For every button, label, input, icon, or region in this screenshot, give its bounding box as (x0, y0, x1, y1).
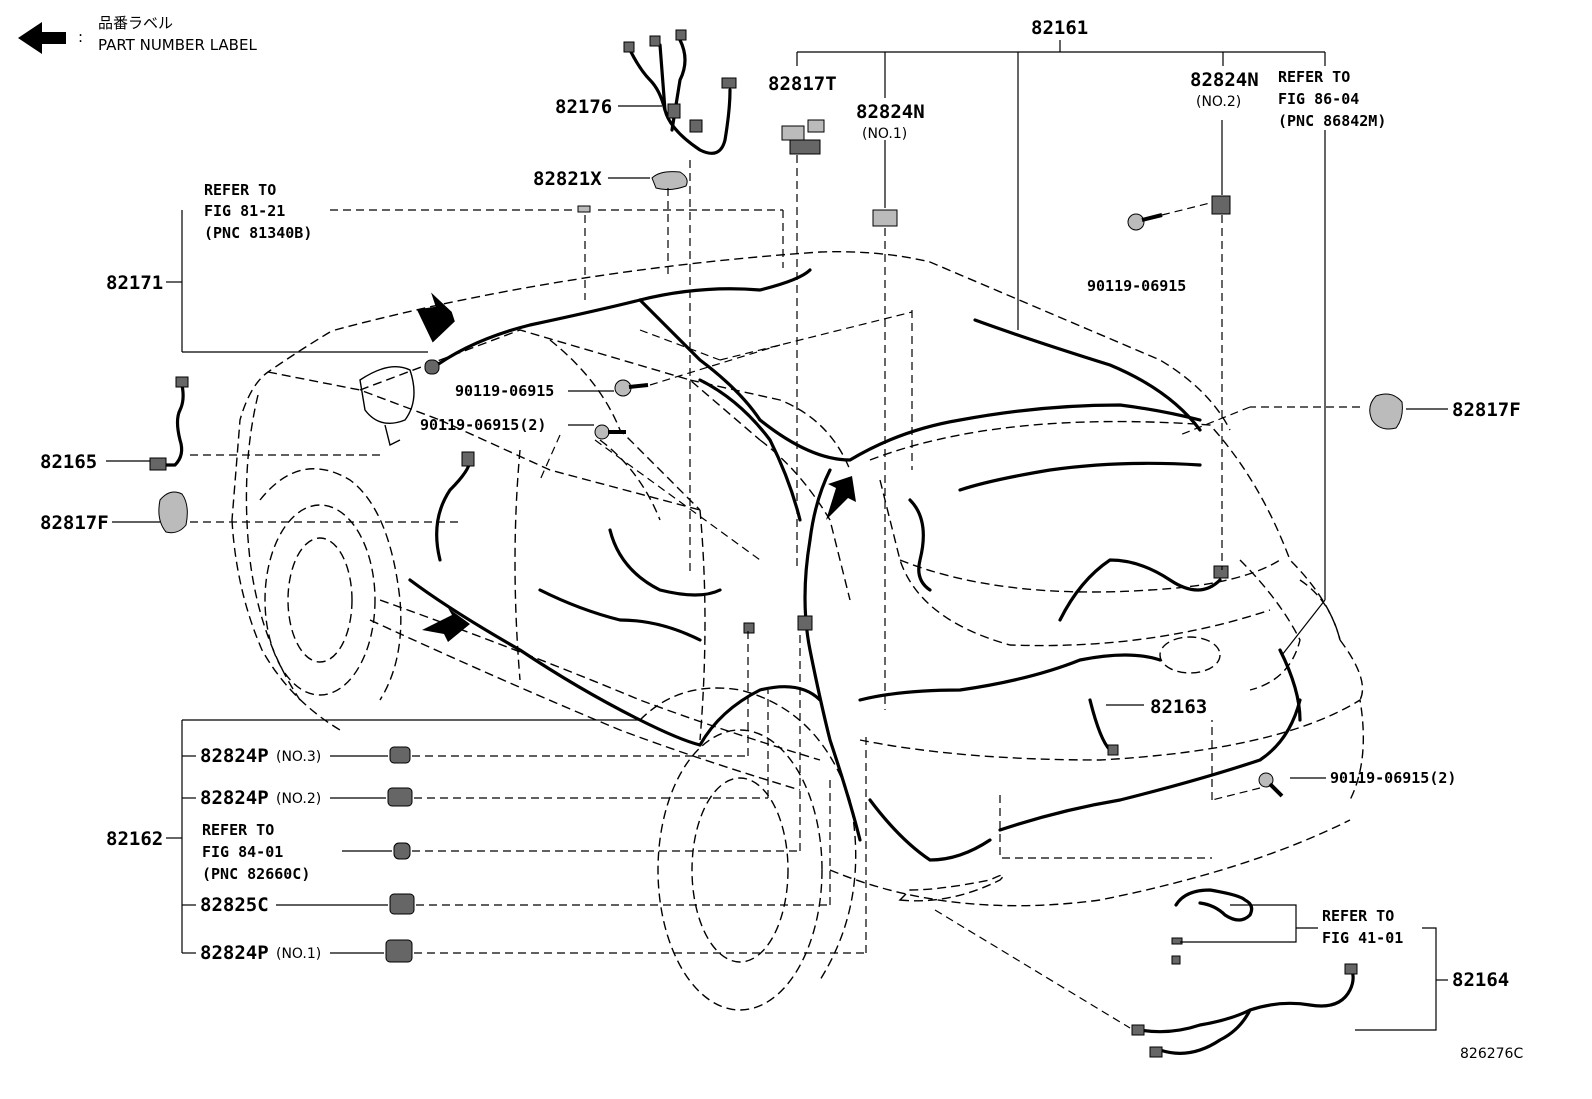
arrow-icon (422, 608, 470, 642)
ref-41-01-line1: REFER TO (1322, 907, 1394, 925)
part-82660C-shape (393, 842, 411, 860)
label-82824P-no3-sub: (NO.3) (276, 749, 321, 765)
label-82821X: 82821X (533, 168, 602, 190)
label-82824P-no2: 82824P (200, 787, 269, 809)
wire-harnesses (156, 38, 1355, 1055)
reference-notes: REFER TO FIG 81-21 (PNC 81340B) REFER TO… (202, 68, 1403, 947)
label-82824P-no3: 82824P (200, 745, 269, 767)
label-82171: 82171 (106, 272, 163, 294)
label-82824N-no1-sub: (NO.1) (862, 126, 907, 142)
legend-label-jp: 品番ラベル (98, 14, 173, 32)
label-82165: 82165 (40, 451, 97, 473)
label-90119-c: 90119-06915(2) (1330, 769, 1456, 787)
legend-separator: : (78, 28, 83, 46)
bolt-icon (594, 424, 626, 440)
label-82824N-no1: 82824N (856, 101, 925, 123)
ref-86-04-line1: REFER TO (1278, 68, 1350, 86)
label-82164: 82164 (1452, 969, 1509, 991)
label-90119-top-right: 90119-06915 (1087, 277, 1186, 295)
ref-84-01-line1: REFER TO (202, 821, 274, 839)
connectors (149, 29, 1403, 1058)
label-90119-b: 90119-06915(2) (420, 416, 546, 434)
ref-84-01-line3: (PNC 82660C) (202, 865, 310, 883)
arrow-left-icon (18, 22, 66, 54)
bolt-icon (1258, 772, 1284, 798)
ref-41-01-line2: FIG 41-01 (1322, 929, 1403, 947)
ref-86-04-line3: (PNC 86842M) (1278, 112, 1386, 130)
ref-81-21-line1: REFER TO (204, 181, 276, 199)
leader-lines (106, 40, 1448, 1031)
ref-81-21-line2: FIG 81-21 (204, 202, 285, 220)
label-82162: 82162 (106, 828, 163, 850)
arrow-icon (826, 476, 856, 520)
part-labels: 82161 82176 82817T 82824N (NO.1) 82824N … (40, 17, 1521, 991)
part-82824P-no2-shape (387, 787, 413, 807)
label-82817F-right: 82817F (1452, 399, 1521, 421)
label-82824P-no1-sub: (NO.1) (276, 946, 321, 962)
label-90119-a: 90119-06915 (455, 382, 554, 400)
part-82824P-no3-shape (389, 746, 411, 764)
bolt-icon (614, 379, 649, 397)
label-82817T: 82817T (768, 73, 837, 95)
label-82824P-no2-sub: (NO.2) (276, 791, 321, 807)
label-82825C: 82825C (200, 894, 269, 916)
part-82821X-shape (651, 171, 688, 191)
part-82817T-shape (781, 119, 825, 155)
ref-81-21-line3: (PNC 81340B) (204, 224, 312, 242)
part-82824P-no1-shape (385, 939, 413, 963)
legend-label-en: PART NUMBER LABEL (98, 36, 257, 54)
legend: : 品番ラベル PART NUMBER LABEL (18, 14, 257, 54)
part-82824N-no2-shape (1211, 195, 1231, 215)
ref-86-04-line2: FIG 86-04 (1278, 90, 1359, 108)
arrow-icon (416, 292, 455, 343)
pointer-arrows (416, 292, 856, 642)
bolt-icon (1127, 213, 1163, 231)
label-82176: 82176 (555, 96, 612, 118)
label-82824P-no1: 82824P (200, 942, 269, 964)
label-82824N-no2-sub: (NO.2) (1196, 94, 1241, 110)
part-82817F-left-shape (158, 491, 188, 534)
label-82817F-left: 82817F (40, 512, 109, 534)
figure-id: 826276C (1460, 1046, 1523, 1062)
label-82163: 82163 (1150, 696, 1207, 718)
vehicle-outline (231, 251, 1365, 1011)
ref-84-01-line2: FIG 84-01 (202, 843, 283, 861)
label-82161: 82161 (1031, 17, 1088, 39)
part-82817F-right-shape (1369, 393, 1403, 430)
label-82824N-no2: 82824N (1190, 69, 1259, 91)
part-82825C-shape (389, 893, 415, 915)
part-82824N-no1-shape (872, 209, 898, 227)
